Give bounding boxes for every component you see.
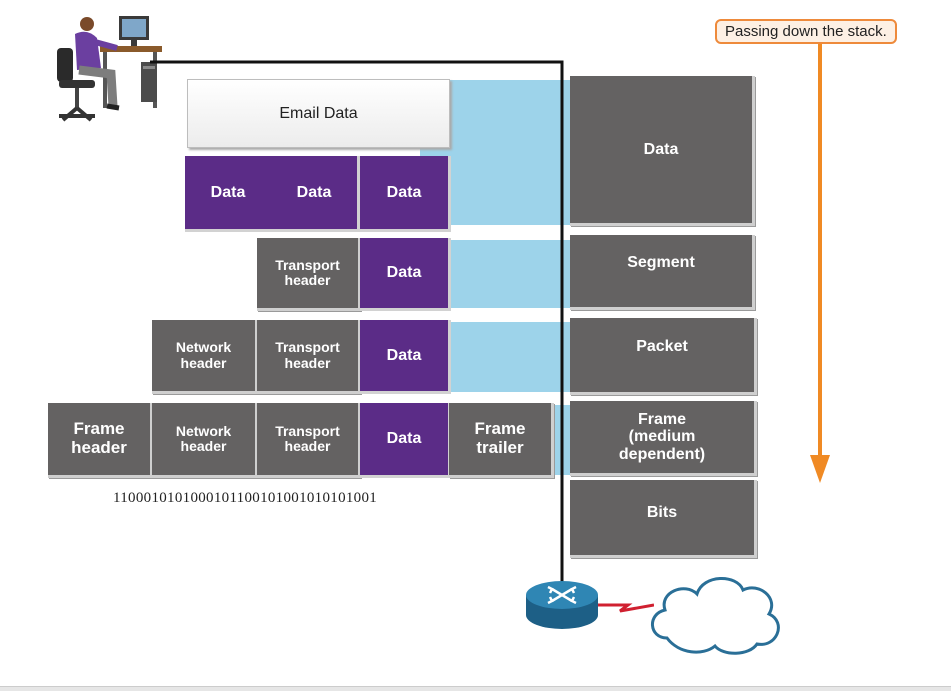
network-header-block: Network header — [152, 320, 258, 394]
frame-transport-header-block: Transport header — [257, 403, 361, 478]
transport-header-block: Transport header — [257, 238, 361, 311]
bits-text: 1100010101000101100101001010101001 — [113, 490, 378, 506]
data-block-2: Data — [271, 156, 360, 232]
user-at-computer-icon — [45, 8, 170, 133]
segment-data-block: Data — [360, 238, 451, 311]
router-icon — [522, 575, 602, 635]
passing-down-callout: Passing down the stack. — [715, 19, 897, 44]
frame-network-header-block: Network header — [152, 403, 258, 478]
footer-bar — [0, 686, 951, 691]
pdu-segment: Segment — [570, 235, 755, 310]
pdu-data: Data — [570, 76, 755, 226]
data-block-1: Data — [185, 156, 274, 232]
frame-header-block: Frame header — [48, 403, 153, 478]
email-data-block: Email Data — [187, 79, 450, 148]
data-block-3: Data — [360, 156, 451, 232]
frame-trailer-block: Frame trailer — [449, 403, 554, 478]
packet-data-block: Data — [360, 320, 451, 394]
frame-data-block: Data — [360, 403, 451, 478]
pdu-frame: Frame (medium dependent) — [570, 401, 757, 476]
cloud-icon — [645, 568, 787, 656]
pdu-bits: Bits — [570, 480, 757, 558]
band-packet — [450, 322, 572, 392]
pdu-packet: Packet — [570, 318, 757, 395]
packet-transport-header-block: Transport header — [257, 320, 361, 394]
band-segment — [450, 240, 572, 308]
down-arrow-icon — [805, 40, 835, 490]
serial-link-icon — [598, 595, 655, 615]
